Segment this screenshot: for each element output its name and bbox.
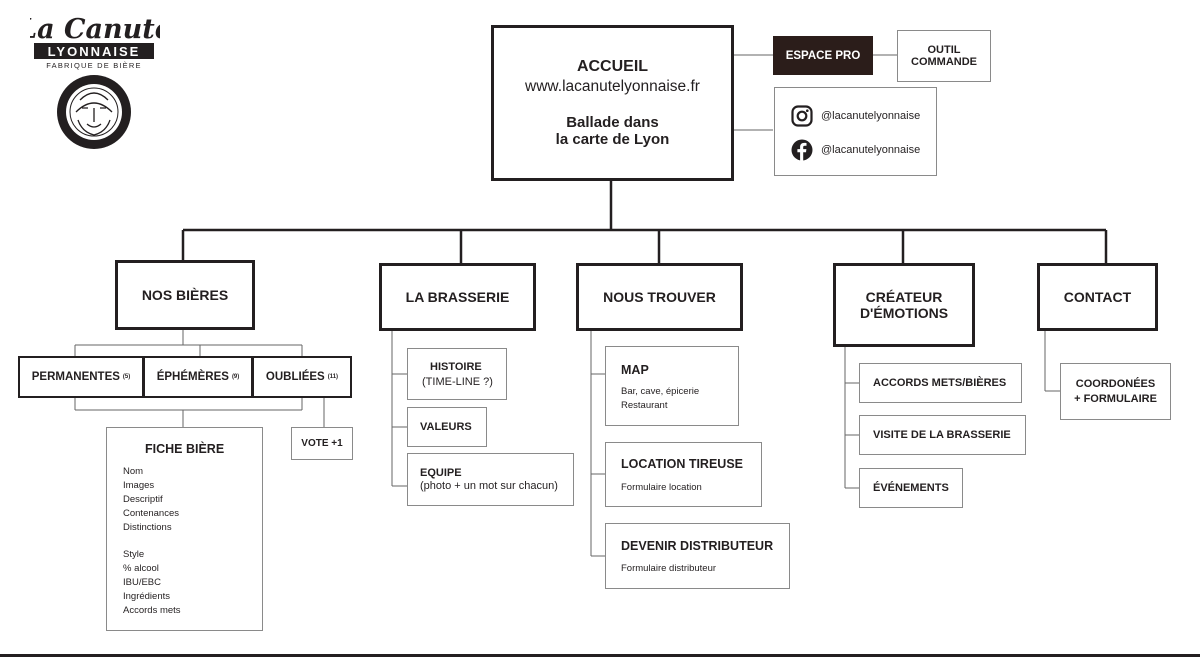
fiche-item: Descriptif [123,494,163,505]
distributeur-label: DEVENIR DISTRIBUTEUR [621,539,774,553]
home-page-box[interactable]: ACCUEIL www.lacanutelyonnaise.fr Ballade… [491,25,734,181]
vote-button[interactable]: VOTE +1 [291,427,353,460]
map-sub: Bar, cave, épicerie Restaurant [621,385,699,413]
distributeur-sub: Formulaire distributeur [621,563,717,574]
location-sub: Formulaire location [621,482,702,493]
visite-label: VISITE DE LA BRASSERIE [873,429,1011,441]
histoire-box[interactable]: HISTOIRE (TIME-LINE ?) [407,348,507,400]
fiche-list-b: Style % alcool IBU/EBC Ingrédients Accor… [123,548,181,618]
location-tireuse-box[interactable]: LOCATION TIREUSE Formulaire location [605,442,762,507]
instagram-link[interactable]: @lacanutelyonnaise [791,105,920,127]
oubliees-count: (11) [327,374,339,380]
outil-line-2: COMMANDE [911,56,977,68]
coordonnees-box[interactable]: COORDONÉES + FORMULAIRE [1060,363,1171,420]
instagram-icon [791,105,813,127]
home-line-1: Ballade dans [566,114,659,131]
fiche-item: Style [123,549,145,560]
coordonnees-line-1: COORDONÉES [1075,378,1156,390]
ephemeres-label: ÉPHÉMÈRES [156,371,229,383]
home-url[interactable]: www.lacanutelyonnaise.fr [525,78,700,95]
fiche-item: IBU/EBC [123,577,162,588]
visite-box[interactable]: VISITE DE LA BRASSERIE [859,415,1026,455]
equipe-box[interactable]: EQUIPE (photo + un mot sur chacun) [407,453,574,506]
equipe-sub: (photo + un mot sur chacun) [420,480,558,492]
createur-line-2: D'ÉMOTIONS [859,305,949,321]
fiche-item: Accords mets [123,605,181,616]
coordonnees-line-2: + FORMULAIRE [1074,393,1157,405]
fiche-item: Nom [123,466,144,477]
oubliees-label: OUBLIÉES [265,371,325,383]
fiche-title: FICHE BIÈRE [145,442,225,456]
evenements-box[interactable]: ÉVÉNEMENTS [859,468,963,508]
svg-text:LYONNAISE: LYONNAISE [48,44,141,59]
location-label: LOCATION TIREUSE [621,457,743,471]
fiche-item: Images [123,480,155,491]
fiche-item: Contenances [123,508,179,519]
home-title: ACCUEIL [576,58,649,75]
histoire-sub: (TIME-LINE ?) [422,376,493,388]
fiche-item: % alcool [123,563,159,574]
distributeur-box[interactable]: DEVENIR DISTRIBUTEUR Formulaire distribu… [605,523,790,589]
ephemeres-box[interactable]: ÉPHÉMÈRES(9) [143,356,253,398]
evenements-label: ÉVÉNEMENTS [873,482,949,494]
fiche-list-a: Nom Images Descriptif Contenances Distin… [123,465,179,535]
outil-line-1: OUTIL [927,44,961,56]
bottom-rule [0,654,1200,657]
brand-logo[interactable]: La Canute LYONNAISE FABRIQUE DE BIÈRE [17,12,172,162]
fiche-item: Ingrédients [123,591,171,602]
valeurs-box[interactable]: VALEURS [407,407,487,447]
svg-text:FABRIQUE DE BIÈRE: FABRIQUE DE BIÈRE [46,61,141,70]
fiche-item: Distinctions [123,522,172,533]
nav-nos-bieres[interactable]: NOS BIÈRES [115,260,255,330]
map-sub-line-2: Restaurant [621,400,668,411]
nav-la-brasserie[interactable]: LA BRASSERIE [379,263,536,331]
map-box[interactable]: MAP Bar, cave, épicerie Restaurant [605,346,739,426]
nav-createur-emotions[interactable]: CRÉATEUR D'ÉMOTIONS [833,263,975,347]
map-label: MAP [621,363,649,377]
nav-contact[interactable]: CONTACT [1037,263,1158,331]
facebook-handle: @lacanutelyonnaise [821,144,921,156]
equipe-label: EQUIPE [420,467,462,479]
valeurs-label: VALEURS [420,421,472,433]
createur-line-1: CRÉATEUR [865,289,943,305]
instagram-handle: @lacanutelyonnaise [821,110,921,122]
histoire-label: HISTOIRE [430,361,482,373]
accords-box[interactable]: ACCORDS METS/BIÈRES [859,363,1022,403]
fiche-biere-box[interactable]: FICHE BIÈRE Nom Images Descriptif Conten… [106,427,263,631]
permanentes-count: (5) [122,374,131,380]
home-line-2: la carte de Lyon [555,131,670,148]
oubliees-box[interactable]: OUBLIÉES(11) [252,356,352,398]
social-links-box: @lacanutelyonnaise @lacanutelyonnaise [774,87,937,176]
accords-label: ACCORDS METS/BIÈRES [873,377,1007,389]
outil-commande-box[interactable]: OUTIL COMMANDE [897,30,991,82]
espace-pro-button[interactable]: ESPACE PRO [773,36,873,75]
facebook-icon [791,139,813,161]
svg-text:La Canute: La Canute [30,14,160,45]
permanentes-label: PERMANENTES [31,371,120,383]
facebook-link[interactable]: @lacanutelyonnaise [791,139,920,161]
permanentes-box[interactable]: PERMANENTES(5) [18,356,144,398]
ephemeres-count: (9) [231,374,240,380]
map-sub-line-1: Bar, cave, épicerie [621,386,700,397]
nav-nous-trouver[interactable]: NOUS TROUVER [576,263,743,331]
